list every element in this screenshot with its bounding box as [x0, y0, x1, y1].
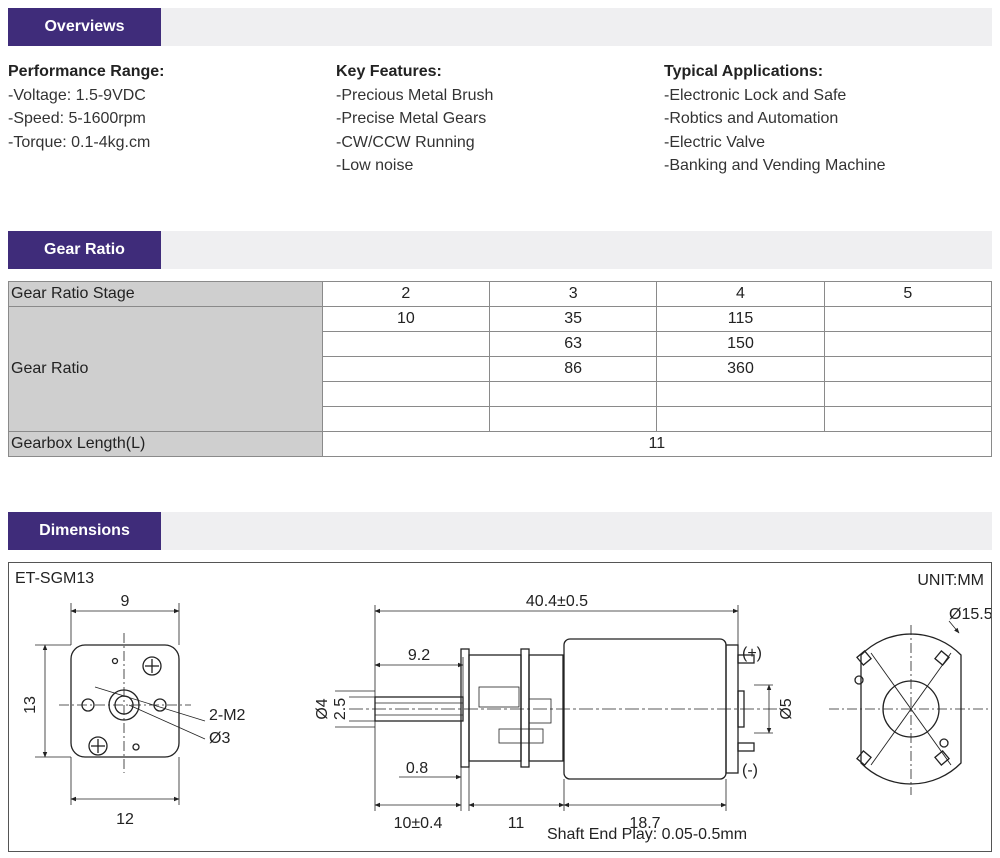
shaft-diameter: Ø4 [314, 698, 331, 719]
ratio-cell: 10 [321, 306, 491, 332]
stage-cell: 3 [489, 281, 658, 307]
collar-thickness: 0.8 [406, 760, 428, 777]
ratio-cell [823, 356, 993, 382]
ratio-cell [823, 331, 993, 357]
ratio-cell: 360 [656, 356, 825, 382]
motor-drawing-svg: ET-SGM13 UNIT:MM [15, 570, 991, 843]
ratio-cell [321, 406, 491, 432]
key-features: Key Features: -Precious Metal Brush -Pre… [336, 60, 493, 178]
rear-view [829, 620, 991, 795]
typical-applications: Typical Applications: -Electronic Lock a… [664, 60, 886, 178]
output-shaft [374, 696, 464, 722]
rear-plate-side [520, 648, 530, 768]
length-value: 11 [321, 431, 993, 457]
table-row: Gear Ratio Stage 2 3 4 5 [8, 281, 993, 307]
stage-cell: 2 [321, 281, 491, 307]
feature-item: -Precise Metal Gears [336, 110, 487, 127]
overall-length: 40.4±0.5 [526, 593, 588, 610]
front-plate-side [460, 648, 470, 768]
stage-cell: 5 [823, 281, 993, 307]
terminal-minus [737, 742, 755, 752]
gearbox-spacer [528, 654, 564, 762]
dimensions-title: Dimensions [8, 512, 161, 550]
ratio-label: Gear Ratio [8, 306, 323, 432]
shaft-label: Ø3 [209, 730, 230, 747]
stage-label: Gear Ratio Stage [8, 281, 323, 307]
application-item: -Robtics and Automation [664, 110, 839, 127]
overviews-title: Overviews [8, 8, 161, 46]
terminal-plus-label: (+) [742, 645, 762, 662]
front-view [35, 603, 206, 805]
application-item: -Electric Valve [664, 133, 766, 151]
features-heading: Key Features: [336, 63, 442, 80]
ratio-cell [321, 381, 491, 407]
bushing [737, 690, 745, 728]
front-width-top: 9 [121, 593, 130, 610]
application-item: -Electronic Lock and Safe [664, 86, 847, 104]
ratio-cell [321, 331, 491, 357]
ratio-cell [656, 381, 825, 407]
performance-item: -Voltage: 1.5-9VDC [8, 86, 146, 104]
screw-head [88, 736, 108, 756]
ratio-cell: 150 [656, 331, 825, 357]
shaft-flat: 2.5 [332, 698, 349, 720]
ratio-cell [823, 406, 993, 432]
ratio-cell [489, 381, 658, 407]
stage-cell: 4 [656, 281, 825, 307]
side-view [335, 605, 779, 811]
model-label: ET-SGM13 [15, 570, 94, 587]
ratio-cell [489, 406, 658, 432]
ratio-cell [823, 306, 993, 332]
bushing-diameter: Ø5 [778, 698, 795, 719]
rear-cap [860, 633, 962, 785]
segment-3: 18.7 [629, 815, 660, 832]
gear-ratio-header: Gear Ratio [8, 231, 992, 269]
length-label: Gearbox Length(L) [8, 431, 323, 457]
feature-item: -CW/CCW Running [336, 133, 475, 151]
screw-head [142, 656, 162, 676]
shaft-length: 9.2 [408, 647, 430, 664]
ratio-cell [656, 406, 825, 432]
feature-item: -Precious Metal Brush [336, 86, 494, 104]
dimension-drawing: ET-SGM13 UNIT:MM [8, 562, 992, 852]
ratio-cell [823, 381, 993, 407]
ratio-cell [321, 356, 491, 382]
front-height: 13 [22, 696, 39, 714]
ratio-cell: 63 [489, 331, 658, 357]
segment-1: 10±0.4 [394, 815, 443, 832]
performance-item: -Torque: 0.1-4kg.cm [8, 133, 151, 151]
table-row: Gearbox Length(L) 11 [8, 431, 993, 457]
front-width-bottom: 12 [116, 811, 134, 828]
terminal-minus-label: (-) [742, 762, 758, 779]
ratio-cell: 35 [489, 306, 658, 332]
applications-heading: Typical Applications: [664, 63, 824, 80]
gearbox-body [468, 654, 522, 762]
overviews-header: Overviews [8, 8, 992, 46]
table-row [9, 381, 993, 407]
ratio-cell: 86 [489, 356, 658, 382]
dimensions-header: Dimensions [8, 512, 992, 550]
performance-range: Performance Range: -Voltage: 1.5-9VDC -S… [8, 60, 165, 154]
terminal-plus [737, 654, 755, 664]
table-row: Gear Ratio 10 35 115 [8, 306, 993, 432]
application-item: -Banking and Vending Machine [664, 157, 886, 174]
shaft-outer [108, 689, 140, 721]
ratio-cell: 115 [656, 306, 825, 332]
performance-heading: Performance Range: [8, 63, 165, 80]
performance-item: -Speed: 5-1600rpm [8, 110, 146, 127]
holes-label: 2-M2 [209, 707, 246, 724]
rear-diameter: Ø15.5 [949, 606, 991, 623]
feature-item: -Low noise [336, 157, 414, 174]
unit-label: UNIT:MM [917, 572, 984, 589]
front-plate [70, 644, 180, 758]
shaft-end-play-note: Shaft End Play: 0.05-0.5mm [547, 826, 747, 843]
segment-2: 11 [508, 815, 525, 832]
gear-ratio-title: Gear Ratio [8, 231, 161, 269]
mount-hole [81, 698, 95, 712]
gear-ratio-table: Gear Ratio Stage 2 3 4 5 Gear Ratio 10 3… [8, 281, 993, 457]
